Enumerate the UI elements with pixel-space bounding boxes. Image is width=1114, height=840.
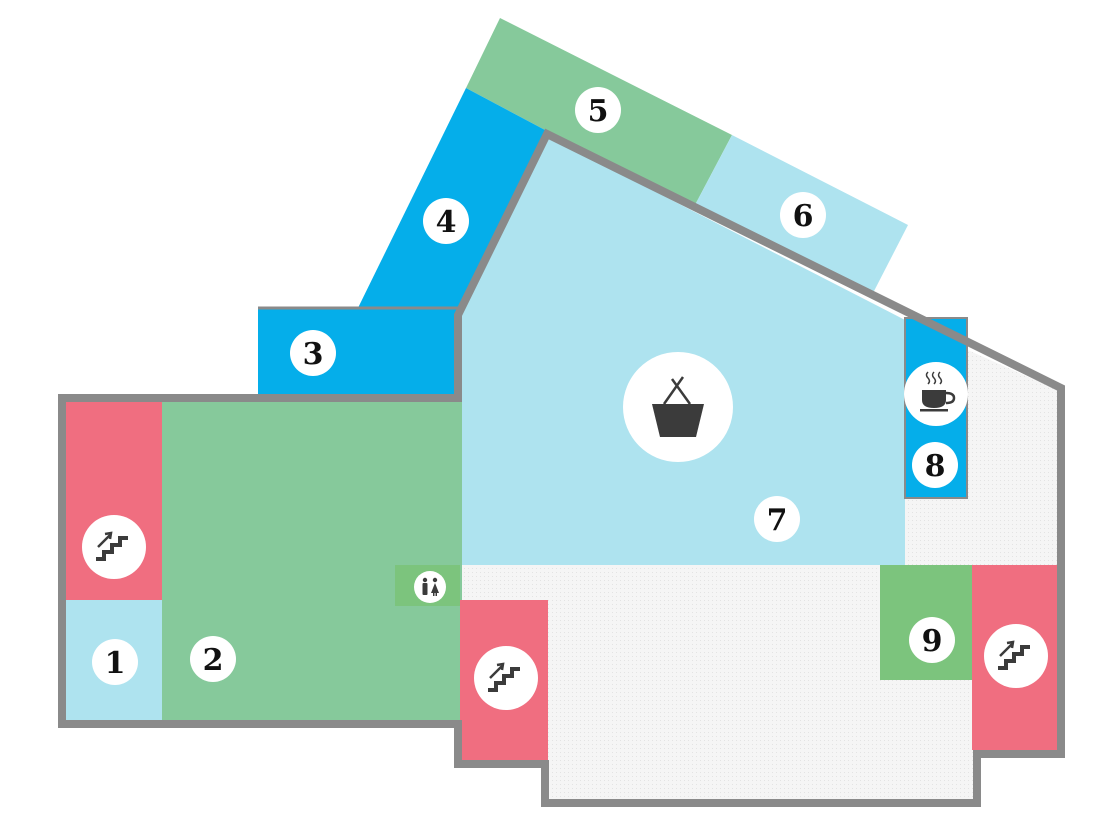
unit-6-label: 6 — [793, 199, 814, 234]
unit-1-badge[interactable]: 1 — [92, 639, 138, 685]
unit-2-label: 2 — [203, 643, 224, 678]
shopping-basket-icon[interactable] — [623, 352, 733, 462]
unit-3-area[interactable] — [258, 308, 458, 398]
stairs-icon[interactable] — [984, 624, 1048, 688]
unit-9-label: 9 — [922, 624, 943, 659]
coffee-cup-icon[interactable] — [904, 362, 968, 426]
stairs-icon[interactable] — [82, 515, 146, 579]
unit-1-label: 1 — [105, 646, 126, 681]
unit-5-label: 5 — [588, 94, 609, 129]
unit-7-label: 7 — [767, 503, 788, 538]
unit-5-badge[interactable]: 5 — [575, 87, 621, 133]
stairs-icon[interactable] — [474, 646, 538, 710]
unit-3-badge[interactable]: 3 — [290, 330, 336, 376]
unit-7-area[interactable] — [460, 135, 905, 565]
unit-8-badge[interactable]: 8 — [912, 442, 958, 488]
unit-4-badge[interactable]: 4 — [423, 198, 469, 244]
unit-2-badge[interactable]: 2 — [190, 636, 236, 682]
building-wall — [58, 128, 1065, 807]
restroom-icon[interactable] — [414, 571, 446, 603]
unit-7-badge[interactable]: 7 — [754, 496, 800, 542]
unit-3-label: 3 — [303, 337, 324, 372]
unit-8-label: 8 — [925, 449, 946, 484]
unit-6-badge[interactable]: 6 — [780, 192, 826, 238]
unit-4-label: 4 — [436, 205, 457, 240]
unit-8-border — [904, 317, 968, 499]
unit-9-badge[interactable]: 9 — [909, 617, 955, 663]
